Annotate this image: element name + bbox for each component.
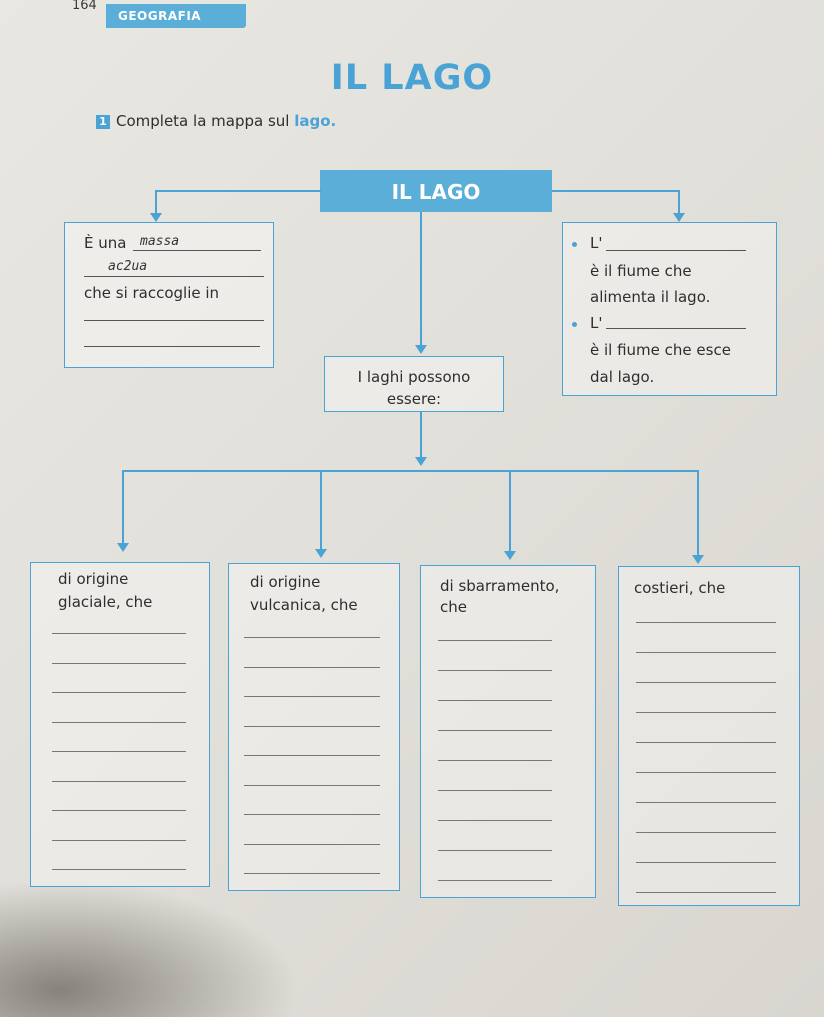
answer-blank[interactable] <box>636 652 776 653</box>
connector <box>320 470 322 550</box>
answer-blank[interactable] <box>52 692 186 693</box>
answer-blank[interactable] <box>606 328 746 329</box>
answer-blank[interactable] <box>438 850 552 851</box>
volcanic-box <box>228 563 400 891</box>
answer-blank[interactable] <box>438 820 552 821</box>
section-tab: GEOGRAFIA <box>106 4 246 28</box>
arrow-icon <box>504 551 516 560</box>
coastal-line1: costieri, che <box>634 579 726 597</box>
answer-blank[interactable] <box>438 790 552 791</box>
outflow-text2: dal lago. <box>590 368 655 386</box>
answer-blank[interactable] <box>84 346 260 347</box>
map-root-box: IL LAGO <box>320 170 552 212</box>
answer-blank[interactable] <box>244 784 380 786</box>
answer-blank[interactable] <box>636 832 776 833</box>
glacial-box <box>30 562 210 887</box>
connector <box>122 470 124 544</box>
answer-blank[interactable] <box>52 751 186 752</box>
connector <box>552 190 680 192</box>
definition-box <box>64 222 274 368</box>
bullet-icon <box>572 322 577 327</box>
answer-blank[interactable] <box>52 633 186 634</box>
answer-blank[interactable] <box>438 640 552 641</box>
connector <box>155 190 157 214</box>
answer-blank[interactable] <box>438 880 552 881</box>
connector <box>155 190 321 192</box>
connector <box>122 470 698 472</box>
answer-blank[interactable] <box>636 742 776 743</box>
connector <box>420 212 422 346</box>
answer-blank[interactable] <box>244 843 380 845</box>
answer-blank[interactable] <box>438 760 552 761</box>
answer-blank[interactable] <box>52 721 186 723</box>
answer-blank[interactable] <box>636 862 776 863</box>
answer-blank[interactable] <box>244 873 380 874</box>
answer-blank[interactable] <box>636 892 776 893</box>
answer-blank[interactable] <box>133 250 261 251</box>
answer-blank[interactable] <box>244 725 380 727</box>
answer-blank[interactable] <box>636 622 776 623</box>
glacial-line2: glaciale, che <box>58 593 153 611</box>
outflow-text1: è il fiume che esce <box>590 341 731 359</box>
answer-blank[interactable] <box>438 700 552 701</box>
dam-box <box>420 565 596 898</box>
answer-blank[interactable] <box>52 839 186 841</box>
answer-blank[interactable] <box>52 869 186 870</box>
volcanic-line1: di origine <box>250 573 321 591</box>
answer-blank[interactable] <box>636 712 776 713</box>
arrow-icon <box>673 213 685 222</box>
handwritten-answer: massa <box>140 234 180 249</box>
handwritten-answer: ac2ua <box>108 259 148 274</box>
inflow-label: L' <box>590 234 603 252</box>
answer-blank[interactable] <box>52 780 186 782</box>
definition-line1: È una <box>84 234 127 252</box>
volcanic-line2: vulcanica, che <box>250 596 358 614</box>
glacial-line1: di origine <box>58 570 129 588</box>
answer-blank[interactable] <box>636 802 776 803</box>
types-box <box>324 356 504 412</box>
outflow-label: L' <box>590 314 603 332</box>
connector <box>509 470 511 552</box>
arrow-icon <box>315 549 327 558</box>
arrow-icon <box>117 543 129 552</box>
answer-blank[interactable] <box>84 276 264 277</box>
answer-blank[interactable] <box>636 682 776 683</box>
exercise-number: 1 <box>96 115 110 129</box>
connector <box>420 412 422 458</box>
dam-line1: di sbarramento, <box>440 577 560 595</box>
page-title: IL LAGO <box>330 58 494 98</box>
answer-blank[interactable] <box>438 730 552 731</box>
connector <box>678 190 680 214</box>
answer-blank[interactable] <box>244 666 380 668</box>
types-line2: essere: <box>386 390 442 408</box>
inflow-text2: alimenta il lago. <box>590 288 711 306</box>
answer-blank[interactable] <box>244 637 380 638</box>
answer-blank[interactable] <box>244 696 380 697</box>
rivers-box <box>562 222 777 396</box>
arrow-icon <box>150 213 162 222</box>
arrow-icon <box>692 555 704 564</box>
bullet-icon <box>572 242 577 247</box>
dam-line2: che <box>440 598 467 616</box>
arrow-icon <box>415 345 427 354</box>
answer-blank[interactable] <box>244 755 380 756</box>
page-number: 164 <box>72 0 97 13</box>
page-shadow <box>0 880 300 1017</box>
answer-blank[interactable] <box>438 670 552 671</box>
answer-blank[interactable] <box>636 772 776 773</box>
answer-blank[interactable] <box>52 810 186 811</box>
answer-blank[interactable] <box>84 320 264 321</box>
answer-blank[interactable] <box>606 250 746 251</box>
answer-blank[interactable] <box>52 662 186 664</box>
inflow-text1: è il fiume che <box>590 262 692 280</box>
definition-line2: che si raccoglie in <box>84 284 220 302</box>
connector <box>697 470 699 556</box>
answer-blank[interactable] <box>244 814 380 815</box>
arrow-icon <box>415 457 427 466</box>
exercise-instruction: Completa la mappa sul lago. <box>116 112 337 130</box>
types-line1: I laghi possono <box>357 368 471 386</box>
coastal-box <box>618 566 800 906</box>
